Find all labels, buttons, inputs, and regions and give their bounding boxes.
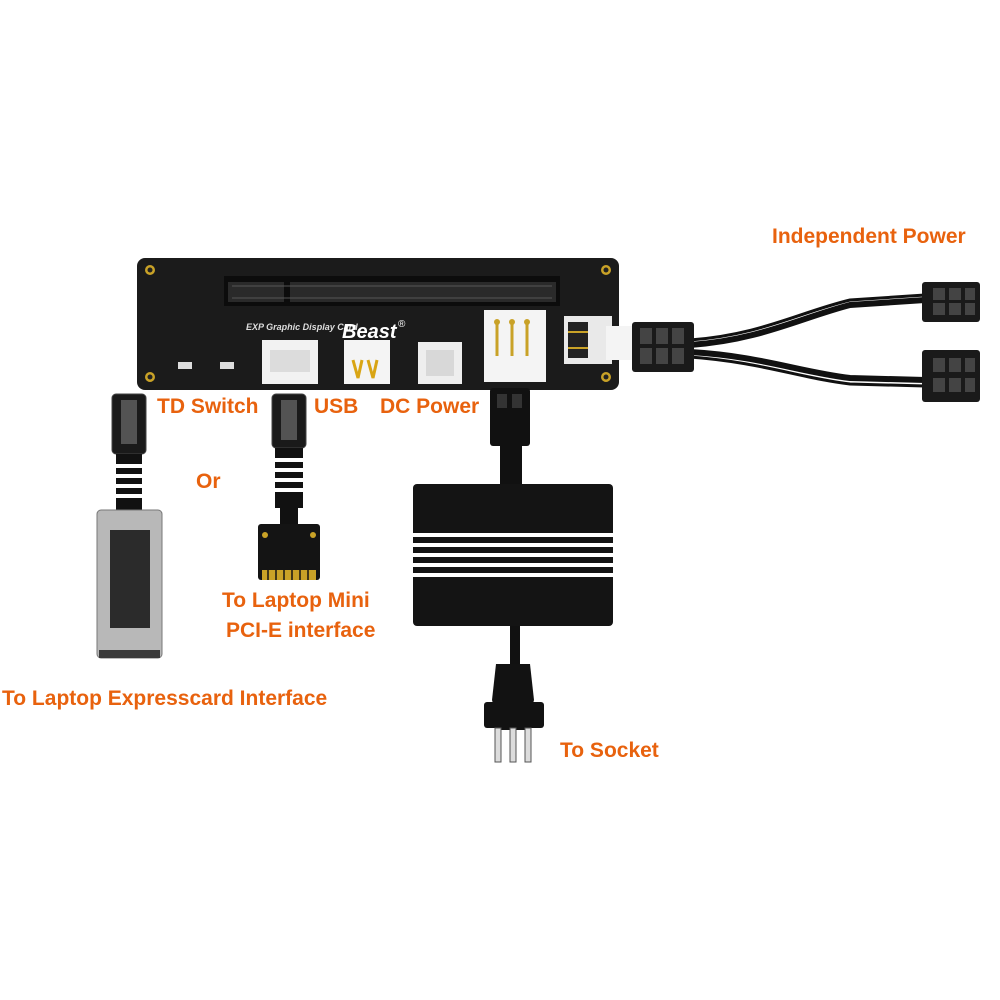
power-header bbox=[484, 310, 546, 382]
pcie-power-connector-bottom bbox=[922, 350, 980, 402]
expresscard-cable bbox=[96, 393, 163, 659]
mini-pcie-card bbox=[258, 524, 320, 580]
board-model-text: EXP Graphic Display Card bbox=[246, 322, 358, 332]
label-td-switch: TD Switch bbox=[157, 395, 259, 418]
power-adapter bbox=[413, 388, 613, 763]
label-mini-pcie-line1: To Laptop Mini bbox=[222, 589, 370, 612]
label-or: Or bbox=[196, 470, 221, 493]
label-usb: USB bbox=[314, 395, 359, 418]
board-brand-text: Beast bbox=[342, 321, 398, 343]
label-dc-power: DC Power bbox=[380, 395, 480, 418]
label-socket: To Socket bbox=[560, 739, 659, 762]
label-expresscard: To Laptop Expresscard Interface bbox=[2, 687, 328, 710]
label-mini-pcie-line2: PCI-E interface bbox=[226, 619, 376, 642]
mini-pcie-cable bbox=[258, 393, 320, 580]
td-switch-1 bbox=[178, 362, 192, 369]
label-independent-power: Independent Power bbox=[772, 225, 966, 248]
dc-plug bbox=[490, 388, 530, 446]
y-power-cable bbox=[632, 282, 980, 402]
board-registered-mark: ® bbox=[398, 319, 406, 330]
pcie-adapter-board: EXP Graphic Display Card Beast ® bbox=[137, 258, 632, 390]
td-switch-2 bbox=[220, 362, 234, 369]
